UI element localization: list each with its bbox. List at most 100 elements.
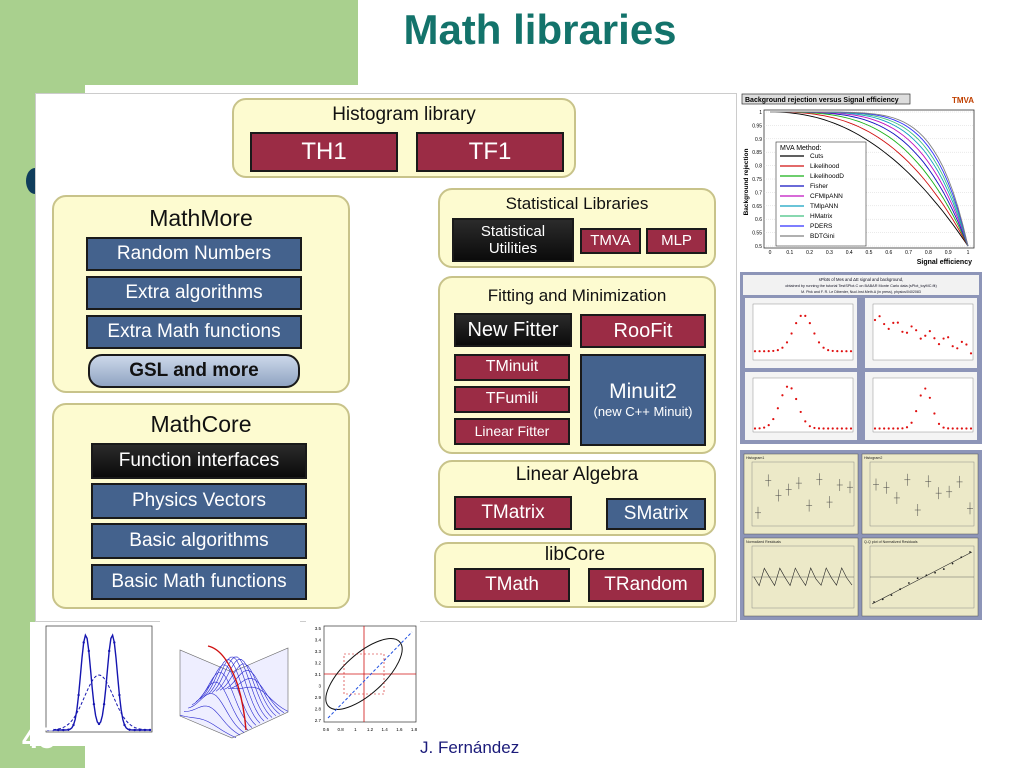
qq-point — [899, 588, 902, 591]
surface-mesh-line — [231, 686, 289, 712]
splot-point — [817, 341, 821, 344]
surface-plot — [160, 620, 300, 748]
qq-point — [925, 574, 928, 577]
surface-mesh-line — [223, 670, 281, 715]
peak-point — [133, 728, 136, 732]
splot-point — [772, 349, 775, 353]
splot-header-3: M. Pivk and F. R. Le Diberder, Nucl.Inst… — [801, 290, 921, 294]
peak-point — [108, 649, 111, 653]
splot-point — [849, 350, 853, 353]
peak-point — [138, 728, 141, 732]
roc-xtick: 0.8 — [925, 250, 932, 256]
group-title: Linear Algebra — [515, 464, 639, 485]
new-fitter-box: New Fitter — [454, 313, 572, 347]
splot-point — [753, 427, 757, 430]
splot-point — [905, 331, 909, 334]
roc-ytick: 0.5 — [755, 244, 762, 250]
roc-title: Background rejection versus Signal effic… — [745, 97, 899, 104]
splot-point — [795, 322, 798, 325]
peak-point — [77, 693, 80, 697]
group-title: MathMore — [149, 205, 253, 231]
tf1-box: TF1 — [416, 132, 564, 172]
splot-point — [804, 420, 807, 423]
fitting-minimization-group: Fitting and Minimization New Fitter RooF… — [438, 276, 716, 454]
ellipse-xtick: 1.4 — [382, 727, 389, 732]
tminuit-box: TMinuit — [454, 354, 570, 381]
splot-point — [933, 337, 936, 340]
splot-point — [883, 427, 886, 430]
random-numbers-box: Random Numbers — [86, 237, 302, 271]
basic-math-functions-box: Basic Math functions — [91, 564, 307, 600]
roc-ytick: 0.7 — [755, 190, 762, 196]
qq-line — [871, 551, 973, 605]
peak-point — [118, 693, 121, 697]
peak-point — [51, 728, 55, 732]
splot-point — [951, 345, 954, 348]
splot-point — [790, 332, 793, 335]
double-peak-plot — [30, 622, 158, 746]
minuit2-note: (new C++ Minuit) — [593, 403, 693, 419]
qq-point — [890, 594, 893, 596]
splot-point — [831, 349, 834, 353]
splot-point — [928, 330, 931, 333]
roc-ytick: 0.75 — [752, 177, 762, 183]
splot-point — [873, 318, 877, 322]
ellipse-ytick: 3.5 — [315, 626, 322, 631]
ellipse-xtick: 1.8 — [411, 727, 418, 732]
splot-point — [892, 321, 895, 324]
splot-point — [813, 332, 816, 335]
surface-mesh-line — [179, 714, 237, 738]
splot-point — [937, 343, 941, 346]
qq-point — [873, 601, 875, 603]
histogram-library-group: Histogram library TH1 TF1 — [232, 98, 576, 178]
roc-xtick: 0.2 — [806, 250, 813, 256]
splot-point — [785, 385, 789, 388]
roc-ylabel: Background rejection — [743, 149, 750, 216]
splot-point — [878, 315, 881, 318]
roc-ytick: 0.8 — [755, 164, 762, 170]
roc-xtick: 0 — [769, 250, 772, 256]
ellipse-xtick: 0.8 — [338, 727, 345, 732]
splot-point — [763, 350, 766, 353]
splot-point — [817, 427, 821, 430]
splot-point — [827, 427, 830, 430]
splot-point — [758, 427, 761, 430]
peak-point — [143, 728, 147, 732]
splot-point — [781, 394, 784, 397]
function-interfaces-box: Function interfaces — [91, 443, 307, 479]
roc-legend-label: Fisher — [810, 183, 829, 190]
surface-mesh-line — [187, 693, 245, 733]
qq-point — [908, 582, 910, 584]
splot-point — [776, 349, 779, 352]
group-title: Statistical Libraries — [505, 194, 649, 213]
peak-point — [82, 641, 85, 644]
fit-subplot-label: Histogram1 — [746, 456, 764, 460]
qq-point — [951, 562, 954, 565]
splot-point — [840, 350, 843, 353]
splot-point — [947, 336, 950, 339]
ellipse-ytick: 2.9 — [315, 695, 322, 700]
ellipse-xtick: 0.6 — [323, 727, 330, 732]
peak-point — [148, 728, 152, 732]
statistical-utilities-box: Statistical Utilities — [452, 218, 574, 262]
splot-point — [919, 394, 922, 397]
mlp-box: MLP — [646, 228, 707, 254]
splot-point — [822, 346, 825, 349]
fit-frame — [751, 461, 855, 527]
minuit2-box: Minuit2 (new C++ Minuit) — [580, 354, 706, 446]
peak-point — [97, 722, 101, 726]
splot-point — [827, 349, 830, 352]
splot-point — [772, 417, 775, 421]
roc-curve — [770, 111, 969, 247]
splot-point — [753, 350, 757, 353]
splot-point — [758, 350, 761, 353]
qq-point — [969, 551, 971, 553]
roc-xtick: 0.6 — [885, 250, 892, 256]
splot-point — [951, 427, 954, 430]
roc-legend-title: MVA Method: — [780, 145, 822, 152]
peak-point — [102, 702, 106, 706]
splot-frame — [752, 377, 854, 433]
peak-point — [62, 728, 65, 732]
splot-point — [956, 347, 959, 350]
